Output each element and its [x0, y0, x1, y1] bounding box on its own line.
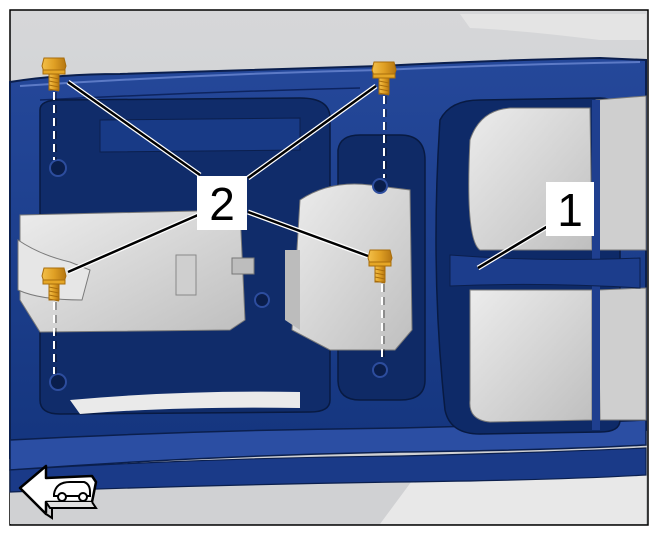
right-compartment: [435, 95, 647, 435]
bolt-top-left: [41, 57, 67, 92]
bolt-mid-left: [41, 267, 67, 302]
vehicle-front-direction-arrow-icon: [18, 464, 98, 520]
bolts-group: [41, 57, 397, 302]
callout-2: 2: [197, 176, 247, 230]
callout-1: 1: [546, 182, 594, 236]
callout-1-label: 1: [557, 184, 583, 236]
background-trim: [460, 14, 646, 40]
bolt-top-right: [371, 61, 397, 96]
bolt-mid-right: [367, 249, 393, 284]
callout-2-label: 2: [209, 178, 235, 230]
left-compartment: [17, 97, 331, 415]
alignment-lines: [53, 92, 385, 374]
leader-lines: [67, 80, 549, 274]
